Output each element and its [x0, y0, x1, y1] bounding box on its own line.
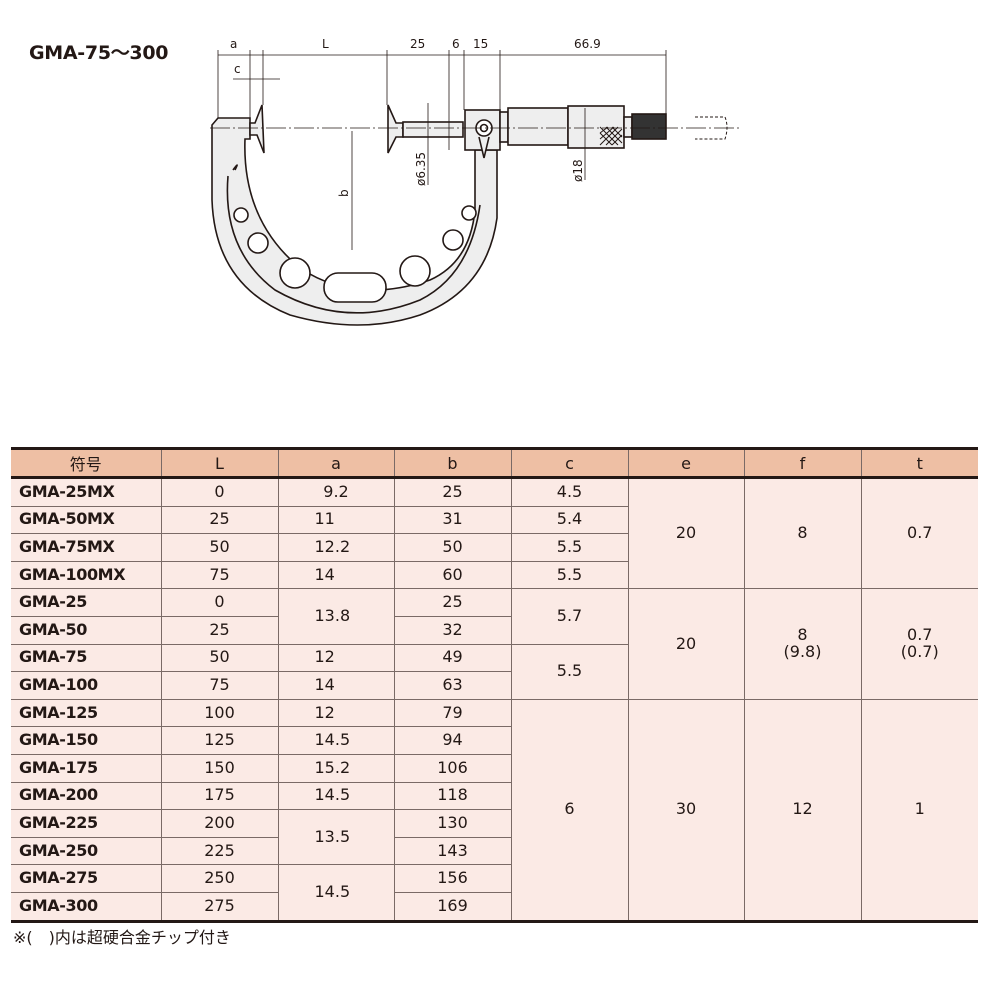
group2-e: 20: [627, 588, 745, 700]
table-row: GMA-225 200 13.5 130: [11, 809, 978, 866]
dim-dia18-label: ø18: [571, 159, 585, 182]
dim-6-label: 6: [452, 37, 460, 51]
table-row: GMA-25MX 0 9.2 25 4.5 20 8 0.7: [11, 476, 978, 590]
header-c: c: [510, 447, 628, 479]
group1-e: 20: [627, 476, 745, 590]
header-symbol: 符号: [11, 447, 161, 479]
group2-f: 8 (9.8): [743, 588, 862, 700]
table-row: GMA-75 50 12 49 5.5: [11, 643, 978, 700]
table-row: GMA-50MX 25 11 31 5.4: [11, 505, 978, 535]
header-L: L: [160, 447, 278, 479]
page-title: GMA-75～300: [29, 42, 169, 64]
dim-15-label: 15: [473, 37, 488, 51]
table-row: GMA-100MX 75 14 60 5.5: [11, 560, 978, 590]
table-row: GMA-200 175 14.5 118: [11, 781, 978, 811]
group2-t: 0.7 (0.7): [860, 588, 978, 700]
dim-c-label: c: [234, 62, 241, 76]
group1-f: 8: [743, 476, 862, 590]
dim-a-label: a: [230, 37, 237, 51]
table-row: GMA-125 100 12 79 6 30 12 1: [11, 698, 978, 923]
header-t: t: [860, 447, 978, 479]
footnote: ※( )内は超硬合金チップ付き: [13, 928, 231, 947]
table-row: GMA-50 25 32: [11, 615, 978, 645]
table-header-row: 符号 L a b c e f t: [11, 447, 978, 479]
dim-25-label: 25: [410, 37, 425, 51]
group3-e: 30: [627, 698, 745, 923]
table-row: GMA-75MX 50 12.2 50 5.5: [11, 533, 978, 562]
table-row: GMA-150 125 14.5 94: [11, 726, 978, 755]
dim-b-label: b: [337, 189, 351, 197]
dim-dia635-label: ø6.35: [414, 152, 428, 186]
micrometer-drawing: a c L 25 6 15 66.9 b ø6.35 ø18: [210, 37, 740, 326]
group3-c: 6: [510, 698, 629, 923]
table-row: GMA-250 225 143: [11, 836, 978, 866]
table-row: GMA-25 0 13.8 25 5.7 20 8 (9.8) 0.7 (0.7…: [11, 588, 978, 700]
header-a: a: [277, 447, 394, 479]
group3-t: 1: [860, 698, 978, 923]
table-row: GMA-300 275 169: [11, 891, 978, 923]
header-f: f: [743, 447, 861, 479]
dim-L-label: L: [322, 37, 329, 51]
dim-66-9-label: 66.9: [574, 37, 601, 51]
spec-table: 符号 L a b c e f t GMA-25MX 0 9.2 25 4.5 2…: [11, 447, 978, 923]
table-row: GMA-100 75 14 63: [11, 671, 978, 700]
group1-t: 0.7: [860, 476, 978, 590]
group3-f: 12: [743, 698, 862, 923]
header-b: b: [393, 447, 511, 479]
table-row: GMA-275 250 14.5 156: [11, 864, 978, 923]
header-e: e: [627, 447, 744, 479]
